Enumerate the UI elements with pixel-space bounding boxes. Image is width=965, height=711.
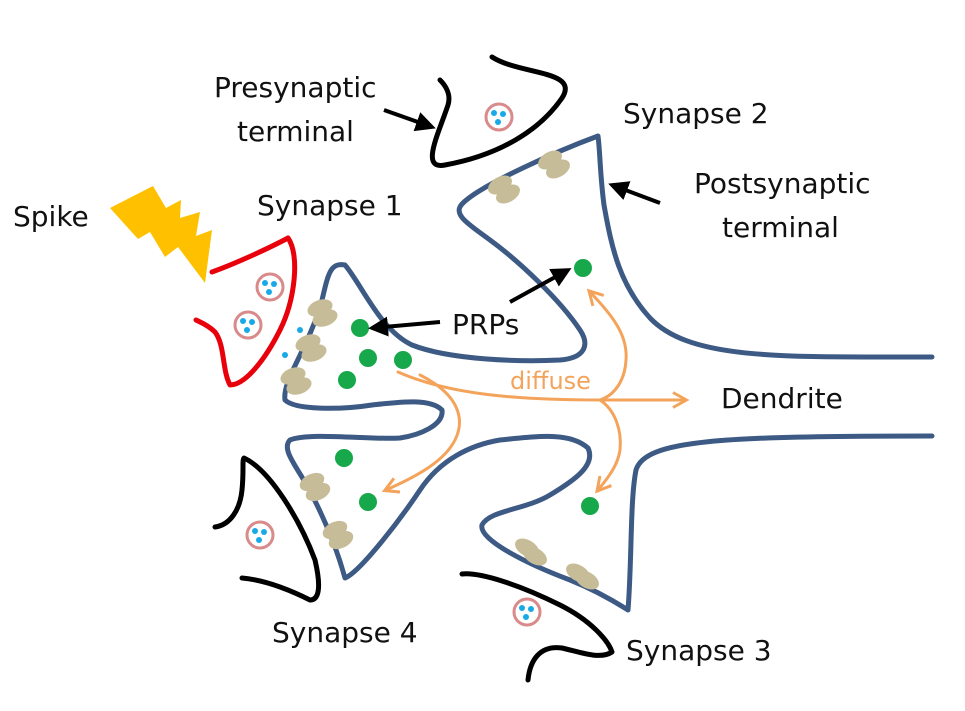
vesicle-synapse2	[484, 102, 514, 132]
receptor-synapse2-b	[496, 184, 520, 204]
diffuse-arrow-up	[590, 292, 628, 402]
receptor-synapse1-b	[312, 309, 338, 327]
transmitter-dot	[491, 110, 497, 116]
vesicle-synapse4	[245, 520, 275, 550]
label-prps: PRPs	[452, 308, 519, 341]
label-synapse3: Synapse 3	[626, 634, 772, 667]
label-presynaptic-line2: terminal	[237, 115, 354, 148]
arrow-prps-up	[509, 268, 572, 304]
diffuse-arrow-left	[386, 373, 461, 490]
transmitter-dot	[249, 319, 255, 325]
presynaptic-terminal-synapse2	[429, 54, 568, 168]
transmitter-dot	[523, 614, 529, 620]
transmitter-dot	[266, 289, 272, 295]
receptor-synapse4-d	[328, 530, 354, 550]
vesicle-synapse1-b	[233, 310, 263, 340]
label-postsynaptic-line2: terminal	[722, 211, 839, 244]
transmitter-dot	[261, 529, 267, 535]
diffuse-arrow-down	[598, 398, 622, 490]
prp-dot	[335, 449, 353, 467]
label-synapse2: Synapse 2	[623, 97, 769, 130]
label-spike: Spike	[13, 200, 89, 233]
arrow-presynaptic	[383, 108, 436, 132]
transmitter-dot	[252, 528, 258, 534]
arrow-postsynaptic	[608, 181, 661, 205]
presynaptic-terminal-synapse3	[459, 571, 615, 683]
transmitter-dot	[528, 606, 534, 612]
receptor-synapse3-d	[575, 570, 599, 590]
prp-dot	[359, 349, 377, 367]
label-synapse4: Synapse 4	[272, 616, 418, 649]
prp-dot	[359, 493, 377, 511]
prp-dot	[581, 497, 599, 515]
transmitter-dot	[256, 537, 262, 543]
receptor-synapse1-f	[286, 377, 312, 395]
receptor-synapse4-b	[305, 482, 331, 502]
label-postsynaptic-line1: Postsynaptic	[694, 167, 871, 200]
receptor-synapse3-b	[523, 546, 547, 566]
label-presynaptic-line1: Presynaptic	[214, 71, 377, 104]
vesicle-synapse3	[512, 597, 542, 627]
dendrite-membrane-upper	[282, 133, 935, 613]
transmitter-dot	[519, 605, 525, 611]
prp-dot	[351, 319, 369, 337]
lightning-bolt-icon	[110, 186, 212, 283]
transmitter-dot	[271, 281, 277, 287]
arrow-prps-left	[368, 316, 441, 337]
diffuse-arrow-main	[396, 370, 685, 400]
prp-dot	[394, 351, 412, 369]
transmitter-dot	[244, 327, 250, 333]
prp-dot	[574, 259, 592, 277]
presynaptic-terminal-synapse4	[212, 455, 322, 603]
vesicle-synapse1-a	[255, 272, 285, 302]
presynaptic-terminal-synapse1[interactable]	[193, 235, 298, 388]
receptor-synapse2-d	[546, 159, 570, 179]
transmitter-dot	[240, 318, 246, 324]
released-transmitter	[282, 352, 288, 358]
transmitter-dot	[262, 280, 268, 286]
label-diffuse: diffuse	[510, 367, 591, 395]
transmitter-dot	[495, 119, 501, 125]
label-synapse1: Synapse 1	[257, 189, 403, 222]
transmitter-dot	[500, 111, 506, 117]
prp-dot	[338, 371, 356, 389]
label-dendrite: Dendrite	[721, 382, 843, 415]
receptor-synapse1-d	[301, 344, 327, 362]
released-transmitter	[297, 327, 303, 333]
